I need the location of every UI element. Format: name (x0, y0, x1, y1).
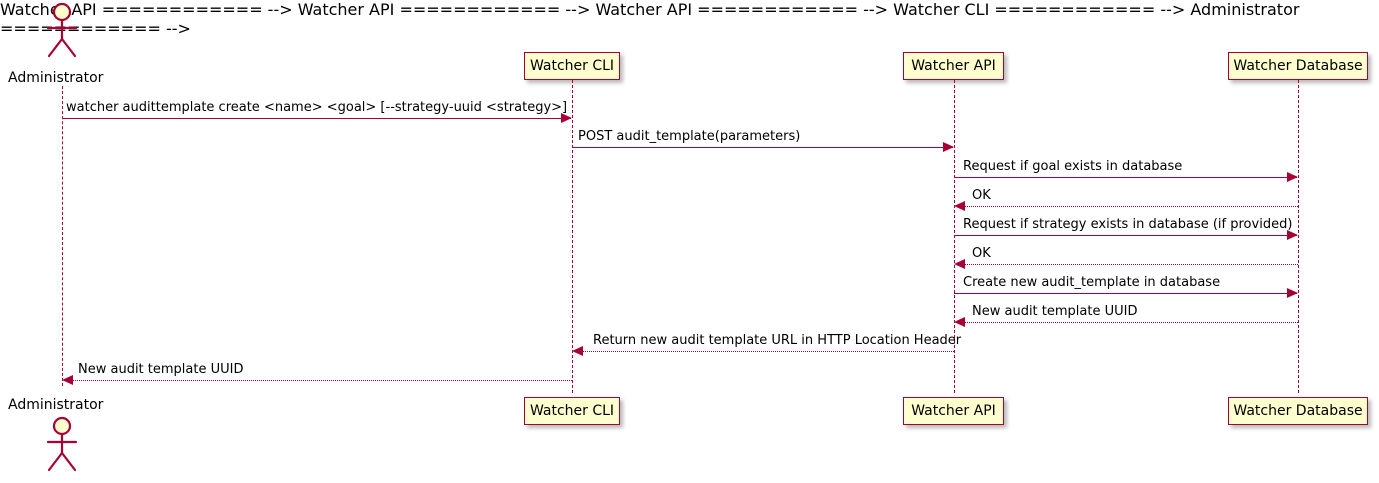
participant-label-watcher-database-bottom: Watcher Database (1233, 403, 1363, 419)
message-label-1: watcher audittemplate create <name> <goa… (66, 100, 568, 115)
arrow-head-7 (1287, 288, 1298, 298)
participant-box-watcher-cli-top: Watcher CLI (524, 52, 620, 80)
message-label-4: OK (972, 188, 991, 203)
participant-label-administrator-top: Administrator (8, 70, 104, 86)
actor-administrator-top (42, 2, 82, 58)
lifeline-administrator (62, 86, 63, 386)
participant-label-watcher-database-top: Watcher Database (1233, 58, 1363, 74)
participant-label-administrator-bottom: Administrator (8, 397, 104, 413)
arrow-head-9 (572, 346, 583, 356)
arrow-head-1 (561, 113, 572, 123)
arrow-head-4 (954, 201, 965, 211)
message-label-6: OK (972, 246, 991, 261)
message-label-3: Request if goal exists in database (963, 159, 1183, 174)
participant-box-watcher-database-bottom: Watcher Database (1228, 397, 1368, 425)
arrow-head-5 (1287, 230, 1298, 240)
arrow-head-10 (62, 375, 73, 385)
participant-label-watcher-api-bottom: Watcher API (911, 403, 996, 419)
message-label-9: Return new audit template URL in HTTP Lo… (593, 333, 962, 348)
message-line-4 (965, 206, 1298, 207)
arrow-head-6 (954, 259, 965, 269)
message-line-10 (73, 380, 572, 381)
actor-administrator-bottom (42, 416, 82, 472)
message-line-5 (954, 235, 1297, 236)
message-line-8 (965, 322, 1298, 323)
arrow-head-3 (1287, 172, 1298, 182)
message-line-1 (62, 118, 571, 119)
participant-box-watcher-cli-bottom: Watcher CLI (524, 397, 620, 425)
lifeline-watcher-database (1298, 80, 1299, 393)
arrow-head-2 (943, 142, 954, 152)
message-label-2: POST audit_template(parameters) (578, 129, 801, 144)
message-line-2 (572, 147, 953, 148)
participant-label-watcher-api-top: Watcher API (911, 58, 996, 74)
message-label-8: New audit template UUID (972, 304, 1138, 319)
message-label-7: Create new audit_template in database (963, 275, 1221, 290)
message-line-7 (954, 293, 1297, 294)
participant-box-watcher-database-top: Watcher Database (1228, 52, 1368, 80)
lifeline-watcher-api (954, 80, 955, 393)
participant-label-watcher-cli-bottom: Watcher CLI (529, 403, 615, 419)
message-line-6 (965, 264, 1298, 265)
message-label-10: New audit template UUID (78, 362, 244, 377)
participant-box-watcher-api-top: Watcher API (903, 52, 1004, 80)
lifeline-watcher-cli (572, 80, 573, 393)
participant-label-watcher-cli-top: Watcher CLI (529, 58, 615, 74)
message-line-9 (583, 351, 954, 352)
message-label-5: Request if strategy exists in database (… (963, 217, 1293, 232)
participant-box-watcher-api-bottom: Watcher API (903, 397, 1004, 425)
arrow-head-8 (954, 317, 965, 327)
message-line-3 (954, 177, 1297, 178)
